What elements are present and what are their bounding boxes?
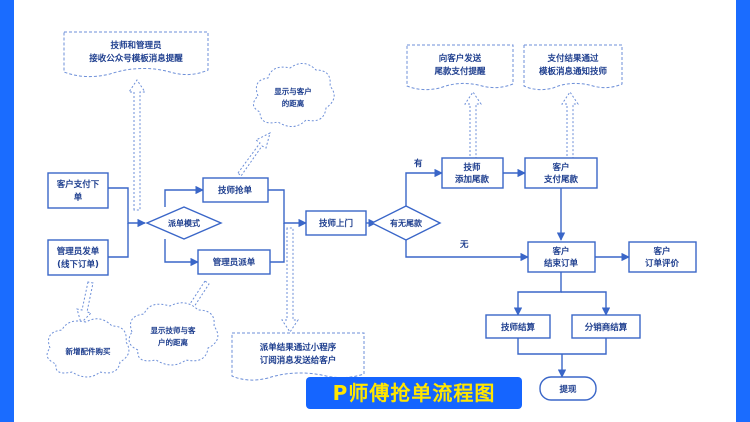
node-tech-settle — [485, 314, 551, 339]
label-tech-visit: 技师上门 — [319, 218, 353, 229]
note-tail-reminder: 向客户发送 尾款支付提醒 — [406, 44, 514, 91]
label-tech-grab: 技师抢单 — [218, 185, 253, 196]
cloud-new-parts: 新增配件购买 — [46, 318, 130, 378]
label-customer-pay-tail-2: 支付尾款 — [543, 174, 579, 185]
dashed-arrow-tail-reminder — [464, 91, 482, 161]
node-admin-dispatch — [197, 249, 271, 275]
node-has-tail — [370, 205, 442, 241]
label-customer-pay-tail-1: 客户 — [551, 162, 569, 173]
cloud-distance-customer: 显示与客户 的距离 — [253, 63, 335, 127]
dashed-arrow-distance-customer — [237, 132, 271, 177]
label-end-order-2: 结束订单 — [544, 258, 579, 269]
note-tech-admin-line1: 技师和管理员 — [110, 40, 162, 51]
cloud-distance-tech-line2: 户的距离 — [158, 337, 188, 347]
label-end-order-1: 客户 — [551, 246, 569, 257]
edge-label-yes: 有 — [414, 158, 423, 169]
cloud-distance-customer-line1: 显示与客户 — [274, 86, 312, 96]
label-tech-add-tail-2: 添加尾款 — [455, 174, 490, 185]
node-distributor-settle — [571, 314, 641, 339]
note-dispatch-result: 派单结果通过小程序 订阅消息发送给客户 — [231, 332, 365, 381]
label-admin-order-2: (线下订单) — [57, 259, 99, 270]
label-tech-settle: 技师结算 — [501, 322, 536, 333]
label-dispatch-mode: 派单模式 — [168, 218, 200, 228]
note-tech-admin-notify: 技师和管理员 接收公众号模板消息提醒 — [63, 31, 209, 78]
node-customer-pay — [47, 172, 109, 209]
dashed-arrow-parts — [76, 281, 94, 324]
label-review-1: 客户 — [652, 246, 670, 257]
note-pay-result-line2: 模板消息通知技师 — [539, 66, 608, 77]
note-tail-reminder-line2: 尾款支付提醒 — [433, 66, 486, 77]
node-tech-visit — [305, 210, 367, 236]
label-customer-pay-1: 客户支付下 — [56, 179, 100, 190]
label-review-2: 订单评价 — [645, 258, 680, 269]
edge-label-no: 无 — [459, 240, 469, 250]
node-admin-order — [47, 239, 109, 276]
label-distributor-settle: 分销商结算 — [585, 322, 628, 333]
diagram-title: P师傅抢单流程图 — [306, 377, 522, 409]
note-pay-result-line1: 支付结果通过 — [546, 53, 599, 64]
node-tech-add-tail — [441, 157, 504, 189]
note-tech-admin-line2: 接收公众号模板消息提醒 — [89, 53, 183, 64]
node-customer-review — [628, 241, 697, 273]
cloud-distance-customer-line2: 的距离 — [282, 98, 305, 108]
label-withdraw: 提现 — [559, 384, 577, 395]
note-tail-reminder-line1: 向客户发送 — [439, 53, 482, 64]
dashed-arrow-notify — [128, 79, 146, 211]
note-pay-result: 支付结果通过 模板消息通知技师 — [523, 44, 623, 91]
node-customer-end-order — [527, 241, 596, 273]
label-admin-dispatch: 管理员派单 — [213, 257, 256, 268]
label-tech-add-tail-1: 技师 — [463, 162, 481, 173]
node-customer-pay-tail — [524, 157, 598, 189]
cloud-distance-tech: 显示技师与客 户的距离 — [128, 302, 219, 366]
note-dispatch-result-line1: 派单结果通过小程序 — [260, 342, 337, 353]
label-customer-pay-2: 单 — [74, 192, 83, 203]
left-frame-bar — [0, 0, 14, 422]
node-withdraw — [539, 376, 597, 401]
node-dispatch-mode — [145, 206, 223, 240]
label-has-tail: 有无尾款 — [390, 218, 423, 228]
cloud-distance-tech-line1: 显示技师与客 — [151, 325, 196, 335]
dashed-arrow-dispatch-result — [281, 227, 299, 333]
node-tech-grab — [202, 177, 269, 203]
cloud-new-parts-label: 新增配件购买 — [66, 346, 111, 356]
dashed-arrow-pay-result — [561, 91, 579, 161]
note-dispatch-result-line2: 订阅消息发送给客户 — [260, 355, 337, 366]
label-admin-order-1: 管理员发单 — [57, 246, 100, 257]
right-frame-bar — [736, 0, 750, 422]
